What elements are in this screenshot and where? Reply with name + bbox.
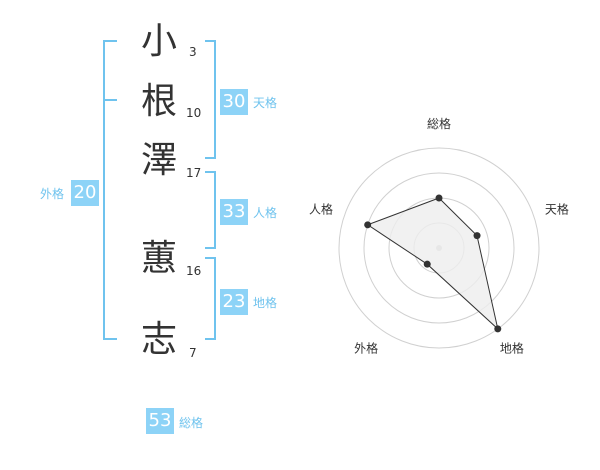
radar-ring-4: [338, 147, 540, 349]
radar-axis-label-1: 総格: [427, 116, 451, 131]
chikaku-value: 23: [220, 289, 248, 315]
chikaku-label: 地格: [253, 296, 278, 310]
chikaku-bracket: [205, 257, 216, 340]
radar-point-4: [423, 260, 431, 268]
name-char-1: 小: [140, 21, 177, 62]
outer-left-bracket: [103, 40, 117, 340]
jinkaku-value: 33: [220, 199, 248, 225]
tenkaku-value: 30: [220, 89, 248, 115]
jinkaku-label: 人格: [253, 206, 278, 220]
soukaku-label: 総格: [179, 416, 204, 430]
stroke-count-5: 7: [189, 346, 197, 360]
name-char-4: 蕙: [140, 238, 177, 279]
radar-ring-3: [363, 172, 515, 324]
stroke-count-3: 17: [186, 166, 202, 180]
radar-axis-label-2: 天格: [545, 202, 569, 217]
radar-area: [366, 197, 499, 331]
radar-point-1: [435, 194, 443, 202]
radar-point-3: [494, 325, 502, 333]
radar-point-5: [364, 221, 372, 229]
gaikaku-value: 20: [71, 180, 99, 206]
tenkaku-bracket: [205, 40, 216, 159]
stroke-count-4: 16: [186, 264, 202, 278]
gaikaku-label: 外格: [40, 187, 65, 201]
radar-axis-label-4: 外格: [354, 340, 378, 355]
jinkaku-bracket: [205, 171, 216, 249]
radar-point-2: [473, 232, 481, 240]
name-char-2: 根: [140, 81, 177, 122]
tenkaku-label: 天格: [253, 96, 278, 110]
soukaku-value: 53: [146, 408, 174, 434]
name-char-5: 志: [140, 319, 177, 360]
stroke-count-2: 10: [186, 106, 202, 120]
name-char-3: 澤: [140, 140, 177, 181]
radar-axis-label-5: 人格: [309, 202, 333, 217]
stroke-count-1: 3: [189, 45, 197, 59]
radar-axis-label-3: 地格: [500, 340, 524, 355]
